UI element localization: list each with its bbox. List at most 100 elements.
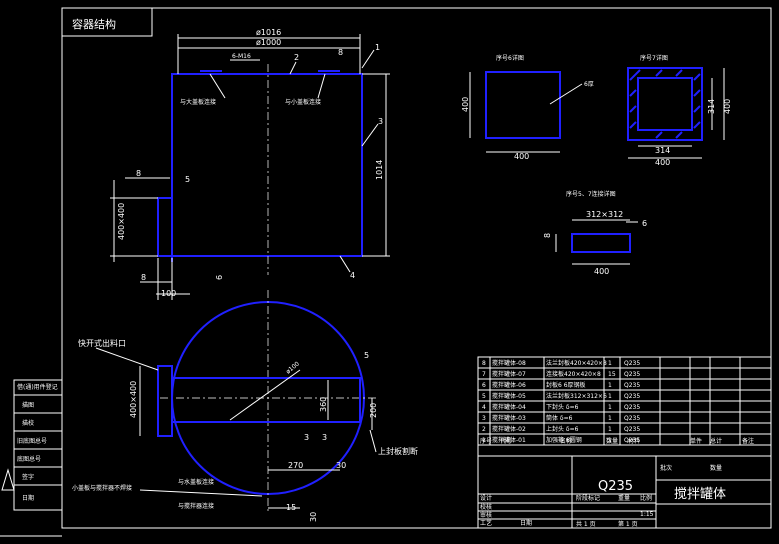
detail-b-inner-height: 314 xyxy=(707,99,716,114)
dim-six: 6 xyxy=(215,275,224,280)
bom-cell: 1 xyxy=(608,415,612,422)
bom-header: 单件 xyxy=(690,437,702,445)
dim-flange: 100 xyxy=(161,289,176,298)
bom-cell: 下封头 δ=6 xyxy=(546,403,579,411)
dim-gap: 8 xyxy=(141,273,146,282)
bom-cell: 搅拌罐体-01 xyxy=(492,436,526,444)
bom-cell: 2 xyxy=(482,426,486,433)
part-callout: 1 xyxy=(375,43,380,52)
bom-cell: 1 xyxy=(608,404,612,411)
detail-b-inner-width: 314 xyxy=(655,146,670,155)
left-strip-label: 签字 xyxy=(22,473,34,481)
left-strip-label: 借(通)用件登记 xyxy=(17,383,58,391)
bom-cell: 法兰封板420×420×8 xyxy=(546,359,607,367)
title-drawing-name: 搅拌罐体 xyxy=(674,486,726,502)
bom-cell: 1 xyxy=(608,382,612,389)
title-side-label: 数量 xyxy=(710,464,722,472)
dim-200: 200 xyxy=(369,403,378,418)
part-callout: 5 xyxy=(185,175,190,184)
dim-outer-diameter: ø1016 xyxy=(256,28,281,37)
dim-height: 1014 xyxy=(375,160,384,180)
left-strip-label: 描图 xyxy=(22,401,34,409)
bom-cell: 搅拌罐体-04 xyxy=(492,403,526,411)
left-strip: 借(通)用件登记 描图 描校 旧底图总号 底图总号 签字 日期 xyxy=(0,379,63,537)
detail-b-outer-width: 400 xyxy=(655,158,670,167)
bom-cell: 1 xyxy=(608,437,612,444)
title-material: Q235 xyxy=(598,479,633,494)
elevation-view: ø1016 ø1000 1014 6-M16 与大盖板连接 与小盖板连接 8 8… xyxy=(110,28,390,300)
detail-c-right: 6 xyxy=(642,219,647,228)
detail-a-title: 序号6详图 xyxy=(496,54,524,62)
bom-cell: 搅拌罐体-07 xyxy=(492,370,526,378)
title-date-label: 日期 xyxy=(520,519,532,527)
title-scale-label: 比例 xyxy=(640,494,652,502)
bom-cell: 搅拌罐体-05 xyxy=(492,392,526,400)
dim-opening-plan: 400×400 xyxy=(129,381,138,418)
bom-cell: 1 xyxy=(608,360,612,367)
left-strip-label: 旧底图总号 xyxy=(17,437,47,445)
bom-header: 材料 xyxy=(628,437,640,445)
title-side-label: 批次 xyxy=(660,464,672,472)
bom-cell: 15 xyxy=(608,371,616,378)
bom-header: 备注 xyxy=(742,437,754,445)
dim-3a: 3 xyxy=(304,433,309,442)
bom-header: 代号 xyxy=(500,437,512,445)
leader-left: 与大盖板连接 xyxy=(180,98,216,106)
bom-cell: 8 xyxy=(482,360,486,367)
title-scale: 1:15 xyxy=(640,511,654,518)
bom-cell: 3 xyxy=(482,415,486,422)
part-callout: 2 xyxy=(294,53,299,62)
detail-b-outer-height: 400 xyxy=(723,99,732,114)
outlet-label: 快开式出料口 xyxy=(78,338,126,348)
detail-a-leader: 6厚 xyxy=(584,81,594,88)
bom-cell: Q235 xyxy=(624,382,640,389)
cut-label: 上封板割断 xyxy=(378,446,418,456)
bom-cell: 法兰封板312×312×6 xyxy=(546,392,607,400)
bom-cell: 加强箍 6圆钢 xyxy=(546,436,582,444)
bom-cell: 1 xyxy=(608,393,612,400)
note-b: 与水盖板连接 xyxy=(178,478,214,486)
left-strip-label: 日期 xyxy=(22,494,34,502)
bom-cell: 连接板420×420×8 xyxy=(546,370,601,378)
bom-cell: Q235 xyxy=(624,360,640,367)
bom-cell: Q235 xyxy=(624,404,640,411)
bom-cell: Q235 xyxy=(624,426,640,433)
bom-cell: 筒体 δ=6 xyxy=(546,414,573,422)
dim-top-small: 8 xyxy=(338,48,343,57)
part-callout: 5 xyxy=(364,351,369,360)
bom-header: 名称 xyxy=(560,437,572,445)
dim-270: 270 xyxy=(288,461,303,470)
bom-header: 序号 xyxy=(480,437,492,445)
dim-30a: 30 xyxy=(336,461,346,470)
detail-c-title: 序号5、7连接详图 xyxy=(566,190,616,198)
dim-360: 360 xyxy=(319,397,328,412)
dim-inner-diameter: ø1000 xyxy=(256,38,281,47)
title-row-label: 审核 xyxy=(480,511,492,519)
title-sheet-no: 第 1 页 xyxy=(618,520,638,528)
bom-cell: 搅拌罐体-06 xyxy=(492,381,526,389)
left-strip-label: 底图总号 xyxy=(17,455,41,463)
bom-cell: 上封头 δ=6 xyxy=(546,425,579,433)
note-a: 小盖板与搅拌器不焊接 xyxy=(72,484,132,492)
tank-body xyxy=(171,73,363,257)
title-weight-label: 重量 xyxy=(618,494,630,502)
detail-c-left: 8 xyxy=(543,233,552,238)
detail-c-top: 312×312 xyxy=(586,210,623,219)
title-box-text: 容器结构 xyxy=(72,17,116,31)
plan-view: ø100 快开式出料口 400×400 360 200 3 3 上封板割断 27… xyxy=(72,290,418,522)
dim-30b: 30 xyxy=(309,512,318,522)
bom-cell: Q235 xyxy=(624,415,640,422)
drawing-frame xyxy=(61,7,772,529)
bom-cell: 搅拌罐体-03 xyxy=(492,414,526,422)
bom-cell: 搅拌罐体-02 xyxy=(492,425,526,433)
bom-cell: Q235 xyxy=(624,393,640,400)
dim-thickness: 8 xyxy=(136,169,141,178)
detail-b: 序号7详图 314 400 314 400 xyxy=(627,54,732,167)
dim-3b: 3 xyxy=(322,433,327,442)
bom-cell: 6 xyxy=(482,382,486,389)
bom-cell: 1 xyxy=(482,437,486,444)
bom-cell: 封板6 6厚钢板 xyxy=(546,381,586,389)
outlet-flange xyxy=(157,365,173,437)
bom-cell: 7 xyxy=(482,371,486,378)
